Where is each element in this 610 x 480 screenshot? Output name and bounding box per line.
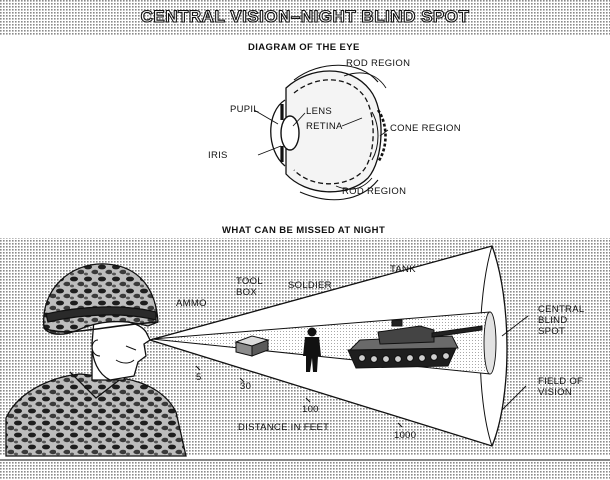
tank-figure [347, 319, 483, 369]
distance-mark-5: 5 [196, 372, 202, 383]
observer-soldier [5, 263, 187, 457]
cone-region-line [371, 111, 379, 161]
iris-leader [257, 145, 282, 156]
cone-leader [379, 129, 389, 137]
title-band-screen [0, 0, 610, 36]
night-diagram-title: WHAT CAN BE MISSED AT NIGHT [222, 225, 386, 236]
field-of-vision-label: FIELD OF VISION [538, 376, 584, 398]
ammo-label: AMMO [176, 298, 207, 309]
retina-layer [293, 79, 374, 185]
eyeball-outline [285, 70, 382, 193]
tank-label: TANK [390, 264, 416, 275]
rod-top-bracket [343, 72, 387, 89]
cone-region-label: CONE REGION [390, 123, 461, 134]
cone-region-hatch [376, 109, 387, 163]
retina-leader [341, 117, 363, 127]
lens-label: LENS [306, 106, 333, 117]
distance-mark-30: 30 [240, 381, 252, 392]
eye-diagram-title: DIAGRAM OF THE EYE [248, 42, 360, 53]
rod-bottom-bracket [335, 177, 373, 190]
distance-mark-1000: 1000 [394, 430, 417, 441]
soldier-label: SOLDIER [288, 280, 332, 291]
iris-label: IRIS [208, 150, 228, 161]
pupil-label: PUPIL [230, 104, 259, 115]
rod-region-arc-bottom [299, 179, 379, 201]
lens-leader [292, 112, 306, 127]
eye-diagram [253, 64, 389, 201]
retina-label: RETINA [306, 121, 343, 132]
lens-shape [280, 115, 300, 151]
distance-mark-100: 100 [302, 404, 319, 415]
pupil-leader [253, 109, 279, 125]
central-blind-spot-label: CENTRAL BLIND SPOT [538, 304, 585, 337]
blind-spot-end [483, 311, 497, 375]
main-title: CENTRAL VISION–NIGHT BLIND SPOT [140, 6, 470, 26]
rod-region-top-label: ROD REGION [346, 58, 411, 69]
bottom-band-screen [0, 462, 610, 480]
night-leaders [501, 315, 529, 411]
tool-box-label: TOOL BOX [236, 276, 263, 298]
rod-region-arc-top [293, 64, 379, 83]
tool-box-shape [234, 335, 270, 357]
distance-ticks [195, 365, 403, 428]
distance-axis-label: DISTANCE IN FEET [238, 422, 330, 433]
soldier-figure [303, 327, 321, 372]
rod-region-bottom-label: ROD REGION [342, 186, 407, 197]
